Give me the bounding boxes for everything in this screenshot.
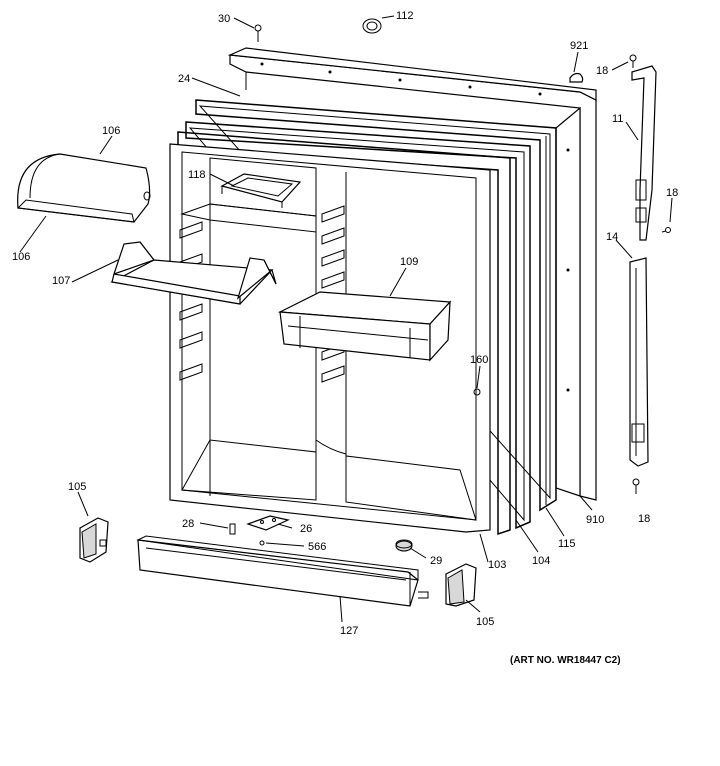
art-number: (ART NO. WR18447 C2) bbox=[510, 655, 621, 666]
callout-127: 127 bbox=[340, 625, 358, 637]
clip-160 bbox=[473, 388, 481, 396]
leader-lines bbox=[19, 15, 673, 623]
small-parts-bottom bbox=[229, 515, 413, 552]
callout-11: 11 bbox=[612, 113, 623, 125]
callout-566: 566 bbox=[308, 541, 326, 553]
callout-24: 24 bbox=[178, 73, 190, 85]
door-bin-109[interactable] bbox=[277, 291, 452, 362]
callout-910: 910 bbox=[586, 514, 604, 526]
end-cap-right[interactable] bbox=[445, 563, 477, 607]
callout-30: 30 bbox=[218, 13, 230, 25]
callout-18-top: 18 bbox=[596, 65, 608, 77]
screws-18 bbox=[629, 54, 671, 494]
door-shelf-107[interactable] bbox=[110, 241, 277, 305]
callout-106-top: 106 bbox=[102, 125, 120, 137]
bottom-trim bbox=[136, 535, 429, 607]
end-cap-left[interactable] bbox=[79, 517, 109, 563]
callout-18-mid: 18 bbox=[666, 187, 678, 199]
callout-109: 109 bbox=[400, 256, 418, 268]
callout-103: 103 bbox=[488, 559, 506, 571]
callout-29: 29 bbox=[430, 555, 442, 567]
dairy-door[interactable] bbox=[16, 153, 151, 223]
bottom-hinge bbox=[629, 257, 649, 467]
callout-921: 921 bbox=[570, 40, 588, 52]
callout-160: 160 bbox=[470, 354, 488, 366]
callout-26: 26 bbox=[300, 523, 312, 535]
top-hinge bbox=[631, 65, 657, 241]
callout-105-left: 105 bbox=[68, 481, 86, 493]
callout-18-bottom: 18 bbox=[638, 513, 650, 525]
callout-112: 112 bbox=[396, 10, 414, 22]
callout-106-bottom: 106 bbox=[12, 251, 30, 263]
callout-115: 115 bbox=[558, 538, 576, 550]
callout-105-right: 105 bbox=[476, 616, 494, 628]
small-fasteners bbox=[254, 18, 584, 83]
callout-104: 104 bbox=[532, 555, 550, 567]
callout-118: 118 bbox=[188, 169, 206, 181]
butter-compartment[interactable] bbox=[220, 173, 302, 208]
callout-28: 28 bbox=[182, 518, 194, 530]
callout-14: 14 bbox=[606, 231, 618, 243]
callout-labels: 30 112 921 18 24 106 11 118 18 106 14 10… bbox=[12, 10, 678, 637]
callout-107: 107 bbox=[52, 275, 70, 287]
